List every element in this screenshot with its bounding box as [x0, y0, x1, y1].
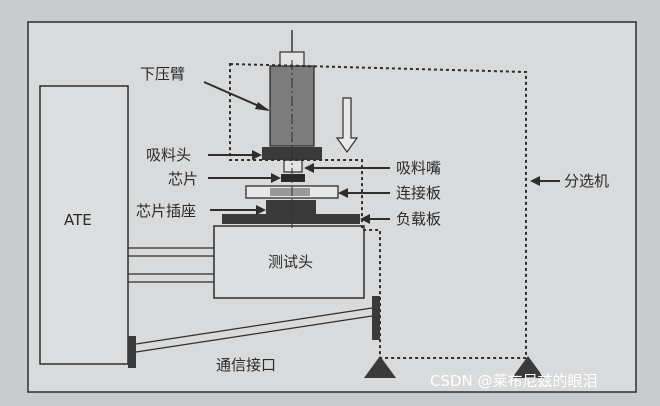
chip — [281, 174, 305, 182]
sorter-outline — [229, 62, 527, 359]
connection-plate-core — [270, 188, 310, 196]
connection-plate-label: 连接板 — [396, 184, 441, 202]
ate-cables — [128, 247, 214, 283]
down-arrow-icon — [335, 97, 359, 154]
chip-socket-label: 芯片插座 — [136, 202, 196, 220]
support-triangle-right — [512, 356, 544, 378]
ate-label: ATE — [64, 211, 92, 229]
suction-head-label: 吸料头 — [146, 146, 191, 164]
sorter-label: 分选机 — [564, 172, 609, 190]
load-board — [222, 214, 360, 224]
comm-connector-left — [128, 336, 136, 368]
chip-label: 芯片 — [168, 170, 198, 188]
chip-socket — [266, 200, 316, 214]
test-head-label: 测试头 — [268, 253, 313, 271]
comm-interface-label: 通信接口 — [216, 356, 276, 374]
comm-cable — [135, 307, 373, 353]
comm-connector-right — [372, 296, 380, 340]
load-board-label: 负载板 — [396, 210, 441, 228]
suction-nozzle-label: 吸料嘴 — [396, 159, 441, 177]
watermark-text: CSDN @莱布尼兹的眼泪 — [430, 372, 598, 390]
suction-nozzle — [283, 159, 303, 173]
press-arm-label: 下压臂 — [140, 65, 185, 83]
ate-block — [39, 85, 129, 365]
label-arrows — [203, 81, 560, 224]
test-head-box — [213, 225, 365, 299]
support-triangle-left — [364, 356, 396, 378]
outer-frame — [27, 21, 637, 393]
